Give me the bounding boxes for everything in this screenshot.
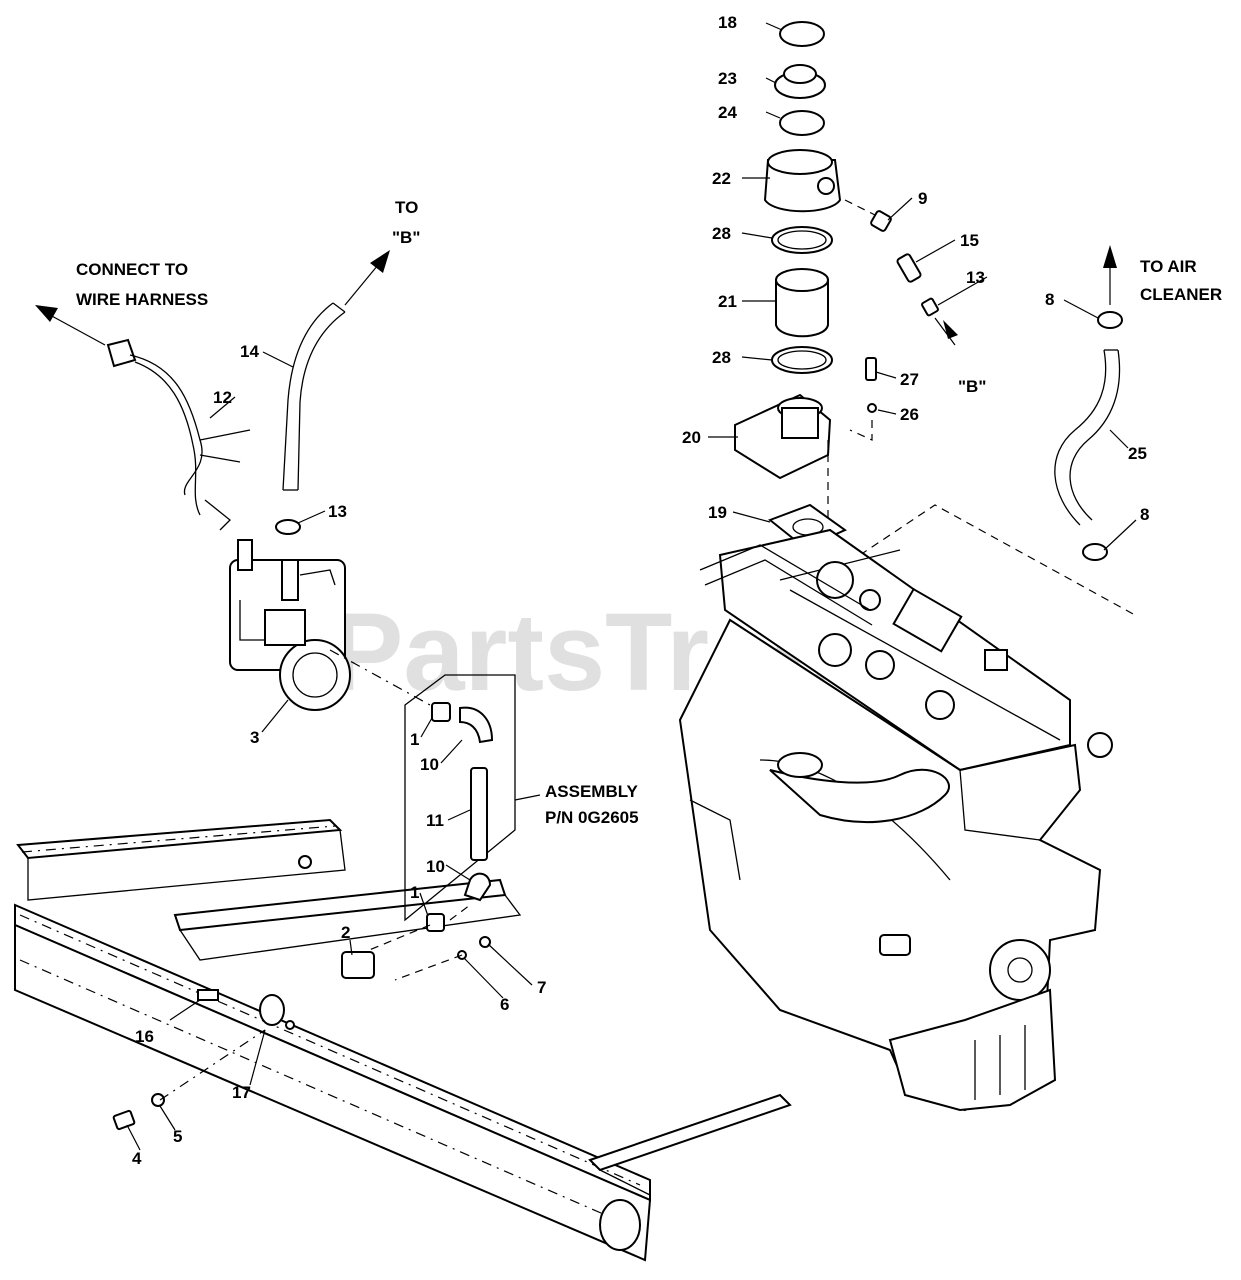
callout-8-lower: 8 [1140, 505, 1149, 524]
fuel-regulator [229, 539, 351, 711]
callout-26: 26 [900, 405, 919, 424]
note-assembly-line2: P/N 0G2605 [545, 808, 639, 827]
callout-14: 14 [240, 342, 259, 361]
bolt-4 [112, 1109, 136, 1131]
callout-10-upper: 10 [420, 755, 439, 774]
callout-10-lower: 10 [426, 857, 445, 876]
callout-2: 2 [341, 923, 350, 942]
engine-block [678, 504, 1136, 1112]
callout-1-upper: 1 [410, 730, 419, 749]
callout-17: 17 [232, 1083, 251, 1102]
arrow-to-b [344, 250, 390, 306]
callout-27: 27 [900, 370, 919, 389]
callout-15: 15 [960, 231, 979, 250]
hose-14 [282, 302, 346, 491]
note-to-b-line1: TO [395, 198, 418, 217]
arrow-wire-harness [35, 305, 106, 346]
callout-12: 12 [213, 388, 232, 407]
callout-28-lower: 28 [712, 348, 731, 367]
hose-25 [1054, 245, 1123, 561]
nut-7 [479, 936, 491, 948]
callout-20: 20 [682, 428, 701, 447]
callout-3: 3 [250, 728, 259, 747]
bulkhead-fitting-2 [341, 951, 375, 979]
callout-24: 24 [718, 103, 737, 122]
washer-26 [867, 403, 877, 413]
callout-22: 22 [712, 169, 731, 188]
callout-13-lower: 13 [328, 502, 347, 521]
note-b-marker: "B" [958, 377, 986, 396]
clamp-13-lower [275, 519, 301, 535]
leader-lines [126, 22, 1137, 1151]
callout-1-lower: 1 [410, 883, 419, 902]
screw-27 [865, 357, 877, 381]
note-assembly-line1: ASSEMBLY [545, 782, 639, 801]
dash-regulator-fittings [329, 649, 431, 706]
callout-28-upper: 28 [712, 224, 731, 243]
washer-5 [151, 1093, 165, 1107]
dash-bolt [159, 1029, 266, 1101]
fitting-9-15-13 [844, 199, 958, 346]
callout-19: 19 [708, 503, 727, 522]
callout-9: 9 [918, 189, 927, 208]
note-to-air-line1: TO AIR [1140, 257, 1197, 276]
wire-harness [106, 338, 251, 531]
callout-11: 11 [426, 811, 444, 830]
callout-23: 23 [718, 69, 737, 88]
callout-21: 21 [718, 292, 737, 311]
callout-4: 4 [132, 1149, 142, 1168]
frame-rails [14, 818, 792, 1262]
note-connect-line1: CONNECT TO [76, 260, 188, 279]
dash-27 [849, 420, 873, 441]
callout-6: 6 [500, 995, 509, 1014]
dash-6 [394, 954, 463, 981]
callout-16: 16 [135, 1027, 154, 1046]
note-to-b-line2: "B" [392, 228, 420, 247]
callout-18: 18 [718, 13, 737, 32]
callout-7: 7 [537, 978, 546, 997]
callout-13-upper: 13 [966, 268, 985, 287]
note-connect-line2: WIRE HARNESS [76, 290, 208, 309]
callout-5: 5 [173, 1127, 182, 1146]
callout-8-upper: 8 [1045, 290, 1054, 309]
note-to-air-line2: CLEANER [1140, 285, 1222, 304]
callout-25: 25 [1128, 444, 1147, 463]
